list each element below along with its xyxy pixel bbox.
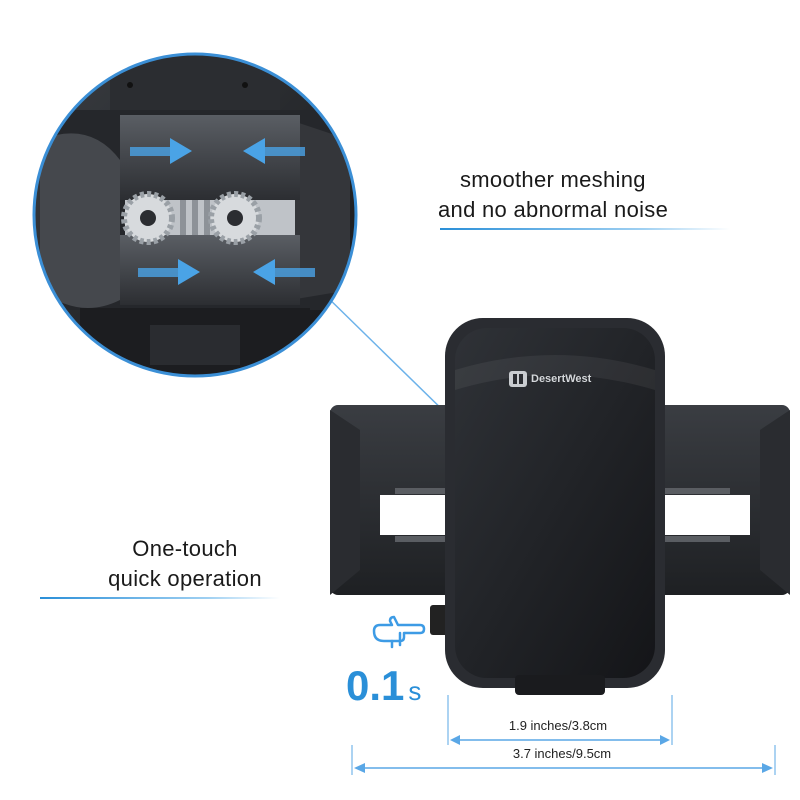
touch-caption: One-touch quick operation [85,534,285,594]
meshing-caption-line2: and no abnormal noise [438,197,669,222]
meshing-underline [440,228,730,230]
phone-holder-image [330,318,790,695]
meshing-caption: smoother meshing and no abnormal noise [438,165,738,225]
gear-icon [208,191,262,245]
brand-name: DesertWest [531,373,592,385]
touch-caption-line2: quick operation [108,566,262,591]
arrow-right-icon [138,259,200,285]
arrow-left-icon [243,138,305,164]
touch-underline [40,597,280,599]
touch-caption-line1: One-touch [132,536,238,561]
max-width-label: 3.7 inches/9.5cm [512,746,612,761]
desertwest-logo-icon [509,371,527,387]
arrow-right-icon [130,138,192,164]
arrow-left-icon [253,259,315,285]
speed-value: 0.1 [346,662,405,709]
meshing-caption-line1: smoother meshing [460,167,646,192]
speed-unit: s [408,676,422,706]
gear-closeup-image [32,52,358,378]
gear-icon [121,191,175,245]
pointing-hand-icon [372,615,426,649]
min-width-label: 1.9 inches/3.8cm [508,718,608,733]
